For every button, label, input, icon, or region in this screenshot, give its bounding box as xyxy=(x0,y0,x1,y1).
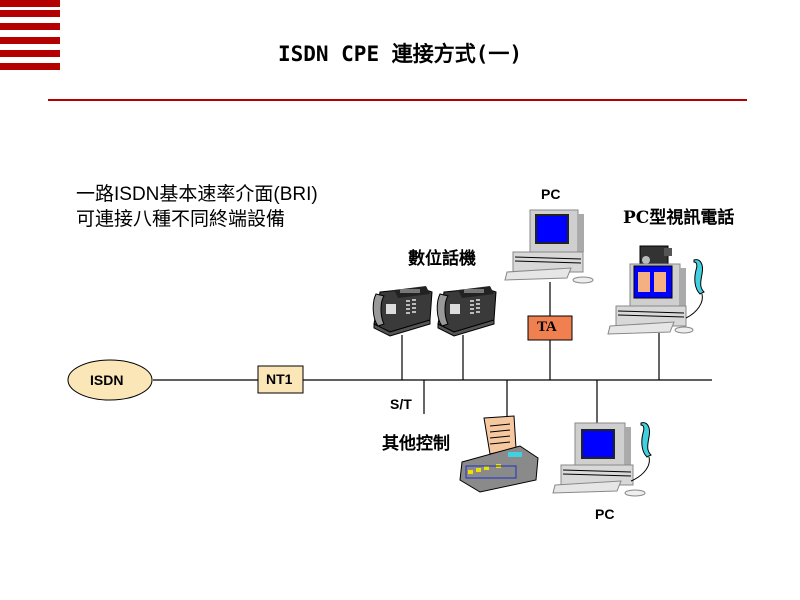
nt1-label: NT1 xyxy=(266,371,293,387)
description-line-1: 一路ISDN基本速率介面(BRI) xyxy=(76,184,318,205)
decor-stripe xyxy=(0,0,60,7)
isdn-cloud xyxy=(67,359,153,401)
pc-bottom-label: PC xyxy=(595,506,615,522)
pc-computer-icon xyxy=(552,422,652,497)
decor-stripe xyxy=(0,23,60,30)
ta-label: TA xyxy=(537,319,557,335)
slide-title: ISDN CPE 連接方式(一) xyxy=(277,42,523,66)
title-divider xyxy=(48,99,747,101)
decor-stripe xyxy=(0,10,60,17)
digital-phone-icon xyxy=(436,286,497,337)
pc-top-label: PC xyxy=(541,186,561,202)
digital-phones-label: 數位話機 xyxy=(408,249,476,269)
decor-stripe xyxy=(0,63,60,70)
st-label: S/T xyxy=(390,396,412,412)
isdn-label: ISDN xyxy=(90,372,124,388)
ta-box xyxy=(527,315,573,341)
decor-stripe xyxy=(0,50,60,57)
other-control-label: 其他控制 xyxy=(382,434,450,454)
pc-video-phone-label: PC型視訊電話 xyxy=(623,208,735,228)
video-phone-pc-icon xyxy=(607,245,705,335)
decor-stripe xyxy=(0,37,60,44)
description-line-2: 可連接八種不同終端設備 xyxy=(76,209,286,230)
handset-icon xyxy=(693,259,705,295)
pc-computer-icon xyxy=(504,209,594,284)
nt1-box xyxy=(257,365,304,394)
printer-icon xyxy=(459,415,539,493)
description: 一路ISDN基本速率介面(BRI) 可連接八種不同終端設備 xyxy=(76,182,318,232)
camera-icon xyxy=(639,245,672,265)
digital-phone-icon xyxy=(372,286,433,337)
handset-icon xyxy=(640,422,652,458)
